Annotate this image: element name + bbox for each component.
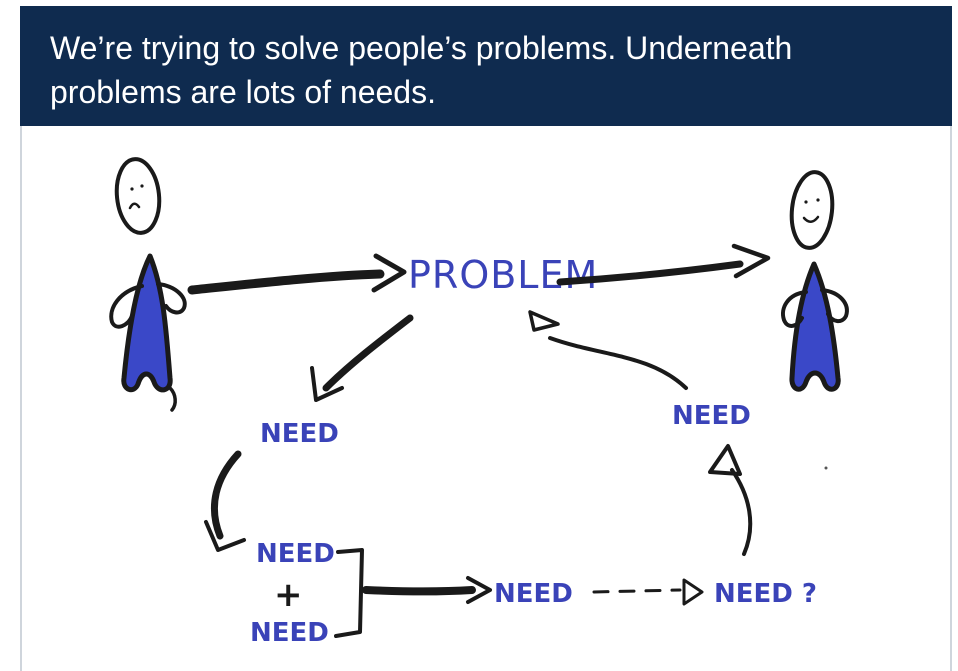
arrow-combo-to-need xyxy=(362,576,492,604)
need-middle-label: NEED xyxy=(494,579,573,609)
combo-bracket xyxy=(334,548,364,638)
arrow-need-to-problem xyxy=(528,310,688,390)
need-right-label: NEED xyxy=(672,401,751,431)
dashed-arrow xyxy=(592,578,704,606)
sad-person-figure xyxy=(109,157,187,412)
need-unknown-label: NEED ? xyxy=(714,579,817,609)
need-left-label: NEED xyxy=(260,419,339,449)
header-text: We’re trying to solve people’s problems.… xyxy=(50,30,793,110)
happy-person-figure xyxy=(781,170,849,392)
problem-label: PROBLEM xyxy=(408,253,598,297)
stray-dot xyxy=(824,466,828,470)
header-banner: We’re trying to solve people’s problems.… xyxy=(20,6,952,126)
arrow-problem-to-need xyxy=(310,314,414,402)
need-combo-bottom-label: NEED xyxy=(250,618,329,648)
needs-diagram: PROBLEM NEED NEED + NEED NEED NEED ? NE xyxy=(109,157,849,648)
arrow-to-problem xyxy=(187,253,407,295)
arrow-unknown-to-need xyxy=(708,444,753,556)
need-combo-plus: + xyxy=(274,575,303,615)
arrow-to-solved xyxy=(556,243,771,286)
need-combo-top-label: NEED xyxy=(256,539,335,569)
arrow-need-to-combo xyxy=(204,450,246,552)
